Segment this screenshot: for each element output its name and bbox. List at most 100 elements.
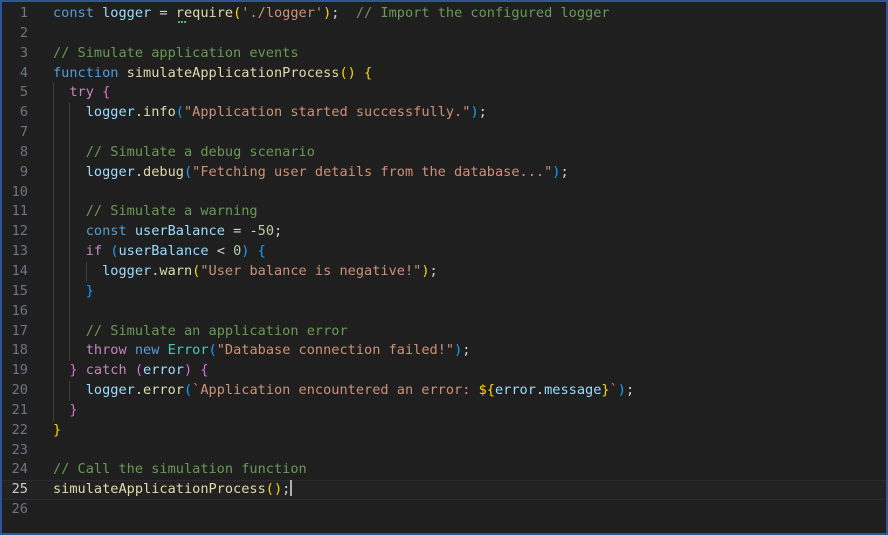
code-token: } bbox=[85, 282, 94, 299]
code-token bbox=[53, 362, 69, 378]
code-text: // Simulate a debug scenario bbox=[53, 143, 315, 163]
code-line[interactable]: 19 } catch (error) { bbox=[2, 361, 886, 382]
indent-guide bbox=[69, 202, 71, 223]
line-number: 24 bbox=[11, 461, 28, 478]
code-line[interactable]: 5 try { bbox=[2, 83, 886, 104]
code-token: "User balance is negative!" bbox=[200, 262, 422, 279]
code-line[interactable]: 21 } bbox=[2, 400, 886, 421]
line-number: 13 bbox=[11, 243, 28, 260]
code-line[interactable]: 14 logger.warn("User balance is negative… bbox=[2, 261, 886, 282]
code-token: error bbox=[143, 362, 184, 379]
text-cursor bbox=[290, 480, 293, 497]
code-token: ; bbox=[331, 5, 356, 21]
code-line[interactable]: 3 // Simulate application events bbox=[2, 44, 886, 64]
code-text: } catch (error) { bbox=[53, 361, 209, 381]
code-token: ` bbox=[609, 382, 618, 399]
code-text: logger.error(`Application encountered an… bbox=[53, 381, 634, 401]
code-token: ) bbox=[552, 163, 561, 180]
code-line[interactable]: 26 bbox=[2, 500, 886, 520]
indent-guide bbox=[69, 321, 71, 342]
indent-guide bbox=[69, 281, 71, 302]
line-number: 6 bbox=[19, 104, 28, 121]
indent-guide bbox=[69, 123, 71, 143]
code-token: // Simulate a debug scenario bbox=[85, 143, 315, 160]
line-number: 16 bbox=[11, 302, 28, 319]
code-text: } bbox=[53, 282, 94, 302]
code-token: ( bbox=[208, 342, 217, 359]
code-text: logger.debug("Fetching user details from… bbox=[53, 163, 569, 183]
code-token bbox=[53, 323, 86, 339]
code-token: "Fetching user details from the database… bbox=[192, 163, 553, 180]
code-token: warn bbox=[159, 262, 193, 279]
code-token bbox=[53, 223, 86, 239]
code-line[interactable]: 10 bbox=[2, 182, 886, 203]
line-number: 3 bbox=[19, 44, 28, 61]
code-line[interactable]: 18 throw new Error("Database connection … bbox=[2, 341, 886, 362]
code-token: debug bbox=[143, 163, 184, 180]
line-number: 23 bbox=[11, 441, 28, 458]
indent-guide bbox=[53, 301, 54, 322]
code-text: throw new Error("Database connection fai… bbox=[53, 341, 471, 361]
code-line[interactable]: 9 logger.debug("Fetching user details fr… bbox=[2, 162, 886, 183]
indent-guide bbox=[69, 381, 71, 401]
code-text: logger.warn("User balance is negative!")… bbox=[53, 262, 438, 282]
line-number: 22 bbox=[11, 421, 28, 438]
code-token: } bbox=[69, 362, 78, 379]
code-token: ) bbox=[617, 382, 626, 399]
code-line[interactable]: 11 // Simulate a warning bbox=[2, 202, 886, 223]
code-token: // Call the simulation function bbox=[53, 461, 307, 478]
code-token: // Simulate an application error bbox=[85, 322, 348, 339]
code-token: throw bbox=[85, 342, 127, 359]
code-token: logger bbox=[85, 382, 135, 399]
code-token: 0 bbox=[233, 243, 242, 260]
code-line[interactable]: 6 logger.info("Application started succe… bbox=[2, 103, 886, 124]
code-line[interactable]: 17 // Simulate an application error bbox=[2, 321, 886, 342]
code-token bbox=[53, 263, 102, 279]
code-token: require bbox=[175, 5, 234, 21]
code-line[interactable]: 13 if (userBalance < 0) { bbox=[2, 242, 886, 262]
line-number: 25 bbox=[11, 481, 28, 498]
indent-guide bbox=[53, 182, 54, 203]
code-token bbox=[53, 402, 69, 418]
code-token: { bbox=[200, 362, 209, 379]
code-token: logger bbox=[85, 163, 135, 180]
code-token bbox=[53, 203, 86, 219]
code-token: error bbox=[494, 382, 536, 399]
code-token: simulateApplicationProcess bbox=[53, 481, 266, 498]
code-token: // Simulate application events bbox=[53, 44, 299, 61]
code-line[interactable]: 2 bbox=[2, 24, 886, 44]
code-line[interactable]: 23 bbox=[2, 441, 886, 461]
code-token: "Application started successfully." bbox=[183, 104, 471, 121]
indent-guide bbox=[53, 202, 54, 223]
code-token bbox=[53, 164, 86, 180]
code-line[interactable]: 22} bbox=[2, 421, 886, 441]
code-token: Error bbox=[167, 342, 209, 359]
code-line[interactable]: 24 // Call the simulation function bbox=[2, 460, 886, 480]
line-number: 8 bbox=[19, 143, 28, 160]
code-line[interactable]: 15 } bbox=[2, 281, 886, 302]
indent-guide bbox=[53, 83, 54, 104]
indent-guide bbox=[69, 261, 71, 282]
code-line[interactable]: 8 // Simulate a debug scenario bbox=[2, 142, 886, 163]
indent-guide bbox=[69, 142, 71, 163]
code-token: ( bbox=[175, 104, 184, 121]
code-token: ; bbox=[478, 104, 487, 121]
code-token: ) bbox=[241, 243, 250, 260]
code-line[interactable]: 16 bbox=[2, 301, 886, 322]
code-token bbox=[53, 283, 86, 299]
code-token: ( bbox=[183, 163, 193, 180]
code-line[interactable]: 12 const userBalance = -50; bbox=[2, 222, 886, 243]
code-token bbox=[53, 382, 86, 398]
code-token bbox=[53, 84, 69, 100]
code-token: ; bbox=[429, 262, 438, 279]
code-line[interactable]: 20 logger.error(`Application encountered… bbox=[2, 381, 886, 401]
line-number: 14 bbox=[11, 262, 28, 279]
code-line[interactable]: 7 bbox=[2, 123, 886, 143]
indent-guide bbox=[53, 242, 54, 262]
line-number: 2 bbox=[19, 24, 28, 41]
